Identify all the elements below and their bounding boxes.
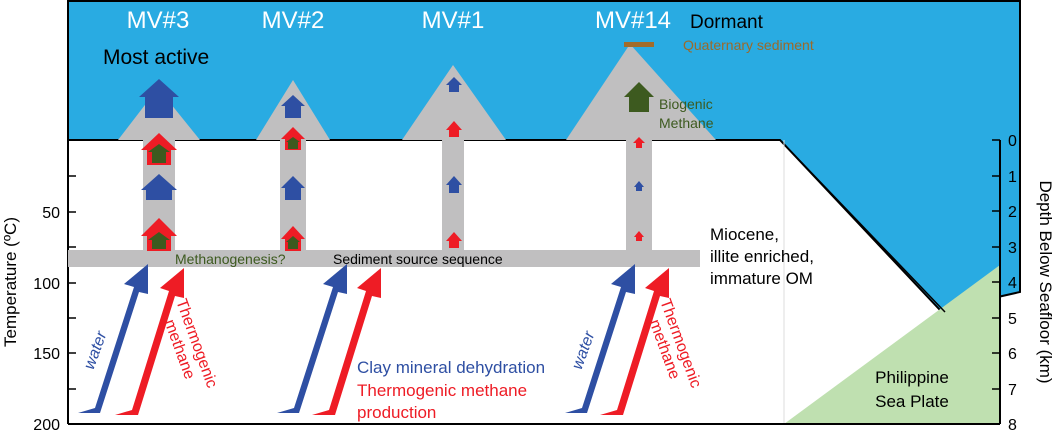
sediment-source-layer [68, 250, 700, 267]
methane-arrow-mv1-cone [446, 121, 462, 137]
methane-arrow-mv1-low [446, 232, 462, 248]
thermogenic-production-line1: Thermogenic methane [357, 381, 527, 400]
left-axis-title: Temperature (ºC) [1, 217, 20, 347]
source-sequence-label: Sediment source sequence [333, 251, 503, 267]
methane-arrow-right [600, 268, 669, 415]
thermogenic-production-line2: production [357, 403, 436, 422]
methane-arrow-mv14-low [634, 231, 644, 241]
water-arrow-mv14-mid [634, 181, 644, 191]
biogenic-arrow-mv3-top [148, 144, 170, 163]
right-tick-label: 0 [1008, 133, 1017, 150]
dormant-label: Dormant [690, 12, 764, 33]
water-arrow-mv3-mid [141, 174, 177, 200]
most-active-label: Most active [103, 46, 209, 69]
water-arrow-center [277, 264, 347, 413]
biogenic-arrow-mv14 [624, 82, 654, 112]
right-axis-title: Depth Below Seafloor (km) [1036, 180, 1052, 383]
water-arrow-mv3-cone [139, 79, 179, 118]
right-tick-label: 3 [1008, 240, 1017, 257]
cone-mv1 [402, 65, 506, 140]
water-arrow-left [78, 264, 148, 413]
volcano-label-mv3: MV#3 [127, 7, 190, 34]
miocene-label-line2: illite enriched, [710, 247, 814, 266]
philippine-sea-plate [784, 265, 1000, 424]
slope-line [779, 139, 946, 313]
right-axis-ticks [992, 139, 1000, 425]
biogenic-label-line1: Biogenic [659, 96, 713, 112]
water-arrow-mv1-mid [446, 176, 462, 193]
volcano-label-mv2: MV#2 [262, 7, 325, 34]
biogenic-label-line2: Methane [659, 115, 714, 131]
water-arrow-mv1-cone [446, 77, 462, 92]
right-tick-label: 4 [1008, 275, 1017, 292]
right-tick-label: 5 [1008, 311, 1017, 328]
water-label-left: water [81, 329, 111, 372]
left-tick-label: 50 [42, 205, 60, 222]
miocene-label-line1: Miocene, [710, 225, 779, 244]
methane-arrow-mv14-top [633, 137, 645, 148]
clay-dehydration-label: Clay mineral dehydration [357, 358, 545, 377]
biogenic-arrow-mv2-top [286, 137, 300, 149]
volcano-label-mv14: MV#14 [595, 7, 671, 34]
methane-arrow-left [115, 268, 184, 415]
methanogenesis-label: Methanogenesis? [175, 251, 286, 267]
right-tick-label: 1 [1008, 169, 1017, 186]
miocene-label-line3: immature OM [710, 269, 813, 288]
right-tick-label: 7 [1008, 382, 1017, 399]
right-tick-label: 6 [1008, 346, 1017, 363]
plate-label-line1: Philippine [875, 368, 949, 387]
methane-arrow-center [312, 268, 381, 415]
quaternary-sediment-cap [624, 42, 654, 47]
left-tick-label: 150 [33, 346, 60, 363]
plate-label-line2: Sea Plate [875, 392, 949, 411]
water-arrow-mv2-cone [281, 95, 305, 118]
quaternary-sediment-label: Quaternary sediment [683, 37, 814, 53]
biogenic-arrow-mv3-low [148, 232, 170, 249]
biogenic-arrow-mv2-low [286, 236, 300, 249]
water-arrow-right [565, 264, 635, 413]
left-tick-label: 100 [33, 276, 60, 293]
conduit-mv1 [442, 140, 464, 258]
right-tick-label: 2 [1008, 204, 1017, 221]
right-tick-label: 8 [1008, 417, 1017, 433]
left-tick-label: 200 [33, 417, 60, 433]
volcano-label-mv1: MV#1 [422, 7, 485, 34]
water-arrow-mv2-mid [281, 176, 305, 200]
water-label-right: water [569, 329, 599, 372]
